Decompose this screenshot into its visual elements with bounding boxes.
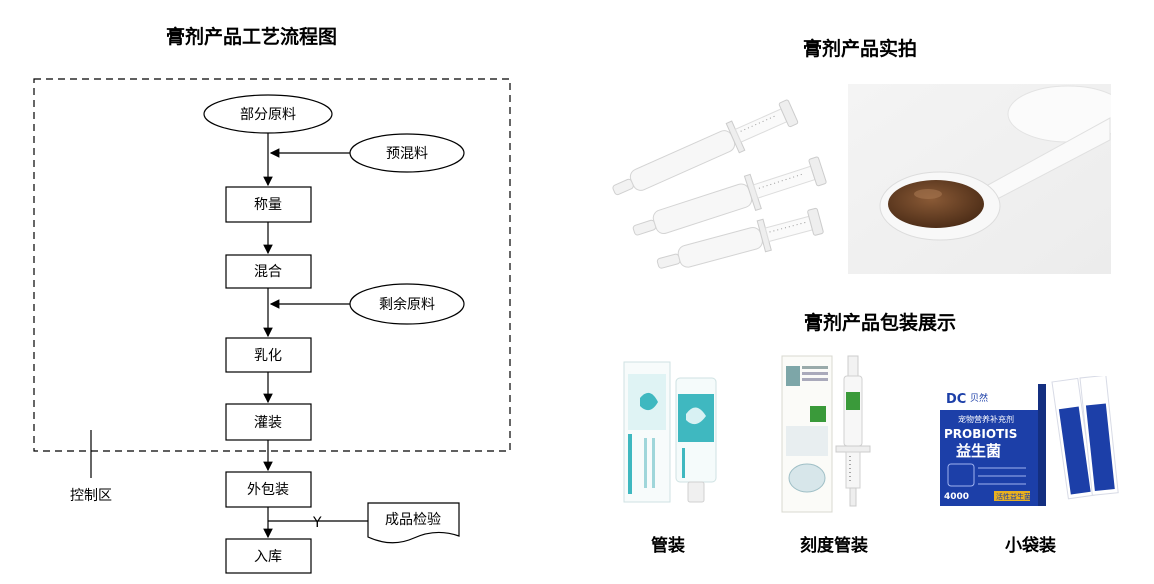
control-zone-boundary	[33, 78, 511, 452]
control-zone-label: 控制区	[70, 488, 112, 504]
node-remaining-raw: 剩余原料	[379, 296, 435, 313]
node-weighing: 称量	[254, 197, 282, 213]
syringes-photo	[612, 99, 827, 269]
photo-section-title: 膏剂产品实拍	[803, 38, 918, 60]
flowchart: 控制区 Y 部分原料 预混料 称量 混合 剩余原料 乳化 灌装 外包装 成品检验…	[33, 78, 511, 574]
node-filling: 灌装	[254, 415, 282, 431]
svg-text:益生菌: 益生菌	[956, 442, 1001, 460]
tube-package-photo	[623, 361, 717, 503]
syringe-1	[612, 99, 799, 196]
node-filling-shape	[225, 403, 312, 441]
node-emulsify-shape	[225, 337, 312, 373]
svg-text:贝然: 贝然	[970, 392, 988, 404]
svg-text:PROBIOTIS: PROBIOTIS	[944, 427, 1017, 441]
svg-text:活性益生菌: 活性益生菌	[996, 492, 1031, 501]
scaled-tube-package-photo	[781, 355, 871, 513]
node-mixing-shape	[225, 254, 312, 289]
svg-text:DC: DC	[946, 392, 966, 407]
sachet-package-photo: DC 贝然 宠物营养补充剂 PROBIOTIS 益生菌 4000 活性益生菌	[940, 376, 1119, 506]
node-partial-raw-shape	[203, 94, 333, 134]
node-mixing: 混合	[254, 264, 282, 280]
syringe-2	[632, 156, 827, 236]
node-warehouse: 入库	[254, 549, 282, 565]
node-weighing-shape	[225, 186, 312, 223]
paste-blob	[888, 180, 984, 228]
caption-scaled-tube: 刻度管装	[800, 536, 868, 556]
svg-text:4000: 4000	[944, 492, 969, 502]
node-outer-pack: 外包装	[247, 482, 289, 498]
node-warehouse-shape	[225, 538, 312, 574]
caption-sachet: 小袋装	[1005, 536, 1056, 556]
spoon-paste-photo	[848, 84, 1111, 274]
syringe-3	[656, 207, 824, 269]
node-premix-shape	[349, 133, 465, 173]
node-emulsify: 乳化	[254, 348, 282, 364]
sachet-strip-1	[1051, 377, 1095, 500]
node-inspection: 成品检验	[385, 512, 441, 528]
scaled-tube-plunger	[847, 355, 859, 377]
svg-text:宠物营养补充剂: 宠物营养补充剂	[958, 414, 1014, 424]
node-premix: 预混料	[386, 146, 428, 162]
node-inspection-shape	[367, 502, 460, 544]
node-outer-pack-shape	[225, 471, 312, 508]
node-remaining-raw-shape	[349, 283, 465, 325]
node-partial-raw: 部分原料	[240, 107, 296, 123]
flowchart-title: 膏剂产品工艺流程图	[166, 26, 338, 48]
sachet-strip-2	[1079, 376, 1119, 496]
inspection-edge-label: Y	[312, 515, 322, 531]
caption-tube: 管装	[651, 536, 685, 556]
packaging-section-title: 膏剂产品包装展示	[804, 312, 957, 334]
